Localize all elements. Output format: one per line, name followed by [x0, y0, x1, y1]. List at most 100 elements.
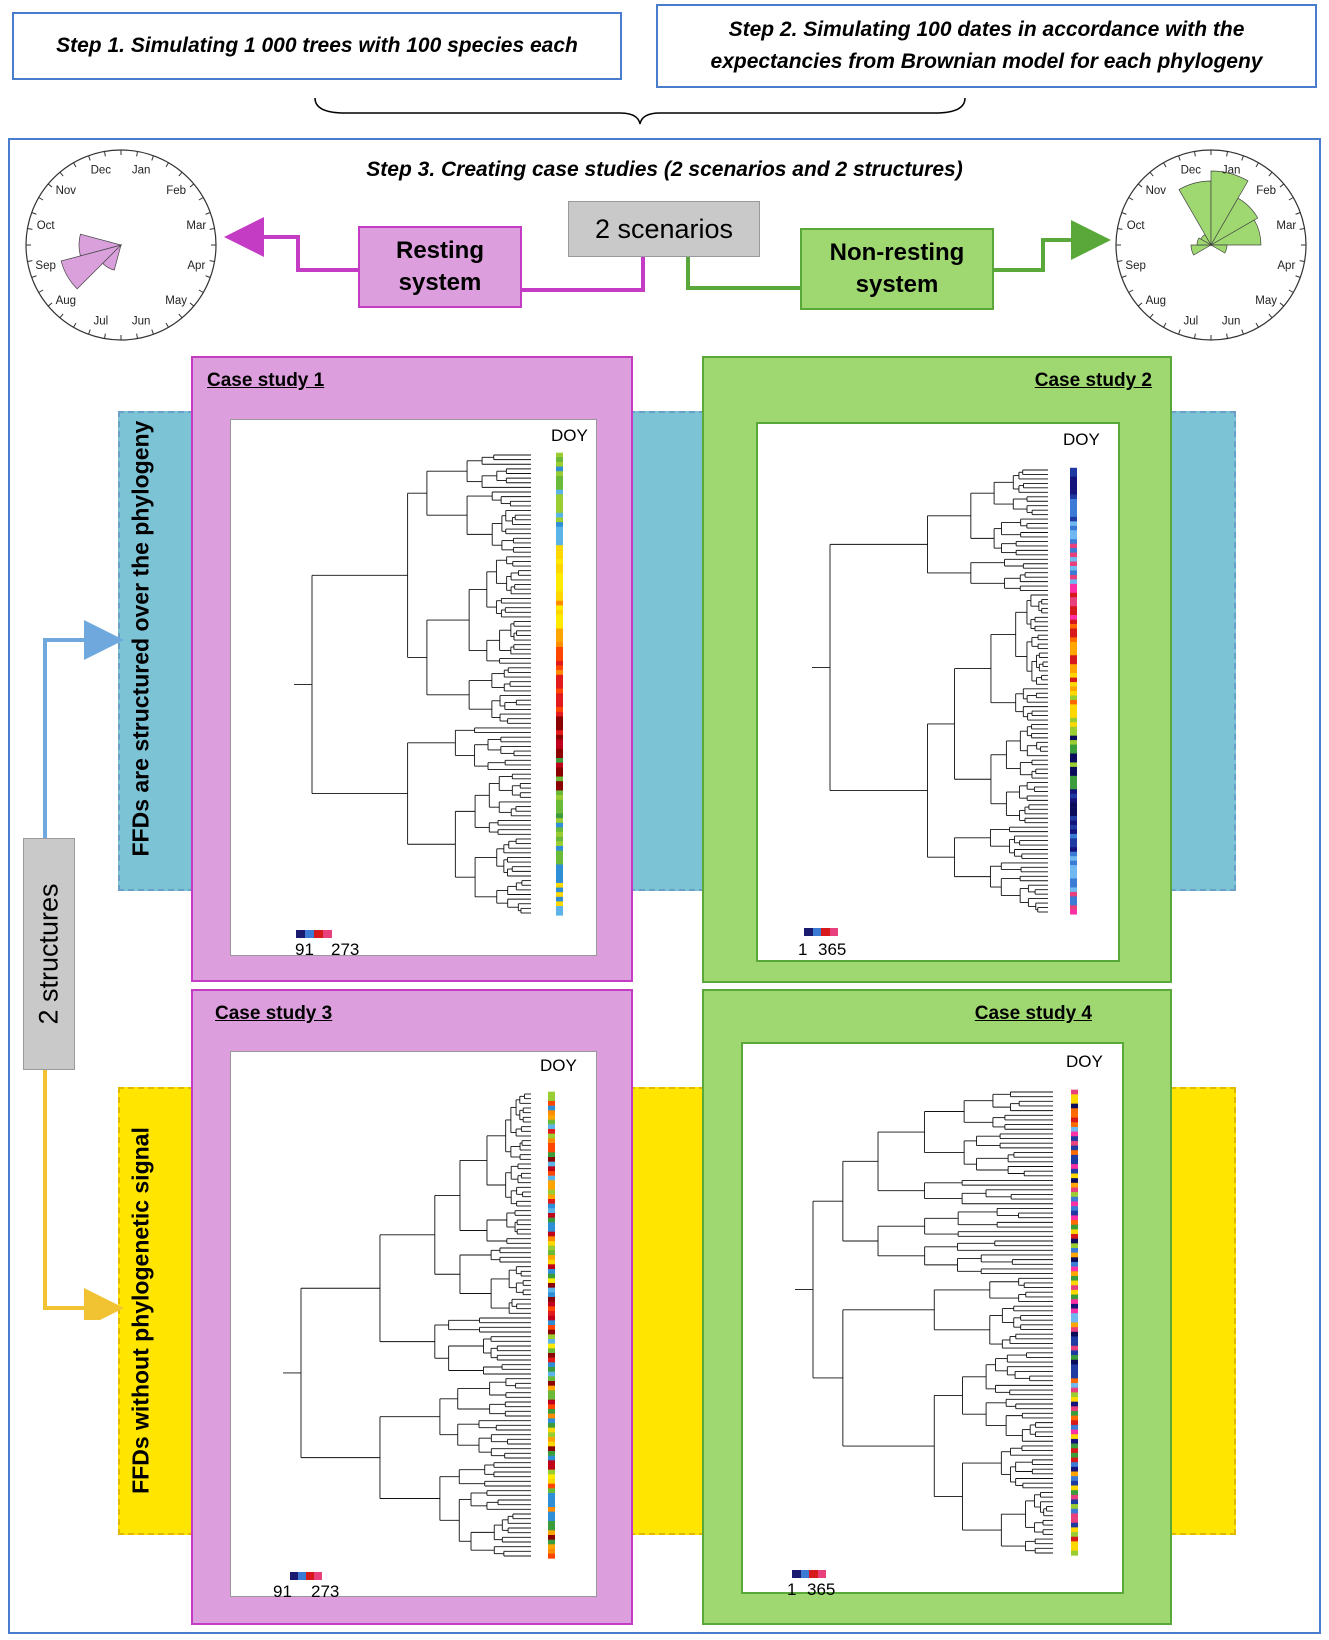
rose-petal	[1209, 219, 1262, 246]
doy-swatch	[1070, 713, 1077, 719]
doy-swatch	[556, 563, 563, 569]
doy-swatch	[1071, 1145, 1078, 1151]
doy-swatch	[548, 1297, 555, 1302]
doy-swatch	[1070, 856, 1077, 861]
doy-swatch	[1070, 757, 1077, 763]
doy-swatch	[1070, 842, 1077, 848]
doy-swatch	[548, 1101, 555, 1106]
doy-swatch	[1070, 583, 1077, 589]
doy-swatch	[1070, 615, 1077, 620]
case3-doy-label: DOY	[540, 1056, 577, 1075]
doy-swatch	[1071, 1471, 1078, 1477]
doy-swatch	[548, 1488, 555, 1494]
doy-swatch	[1070, 476, 1077, 482]
doy-swatch	[556, 512, 563, 518]
doy-swatch	[1071, 1397, 1078, 1402]
tree-branches	[795, 1091, 1053, 1554]
doy-swatch	[1071, 1173, 1078, 1179]
doy-swatch	[548, 1530, 555, 1536]
step3-frame	[8, 138, 1321, 1634]
doy-swatch	[1071, 1220, 1078, 1226]
doy-swatch	[1070, 588, 1077, 594]
doy-swatch	[556, 600, 563, 606]
doy-swatch	[556, 697, 563, 703]
doy-swatch	[548, 1143, 555, 1148]
doy-swatch	[548, 1348, 555, 1354]
doy-swatch	[1070, 882, 1077, 888]
doy-swatch	[548, 1311, 555, 1316]
doy-swatch	[548, 1245, 555, 1251]
doy-swatch	[556, 545, 563, 551]
doy-swatch	[548, 1315, 555, 1321]
doy-swatch	[548, 1427, 555, 1433]
doy-swatch	[1070, 869, 1077, 875]
doy-swatch	[1071, 1508, 1078, 1514]
doy-swatch	[1070, 632, 1077, 638]
doy-swatch	[556, 827, 563, 833]
case1-legend-max: 273	[331, 940, 360, 959]
doy-swatch	[1071, 1378, 1078, 1384]
doy-swatch	[1070, 686, 1077, 692]
doy-swatch	[556, 873, 563, 879]
doy-swatch	[556, 804, 563, 810]
doy-swatch	[556, 882, 563, 888]
doy-swatch	[1070, 891, 1077, 897]
doy-swatch	[1070, 865, 1077, 870]
doy-color-strip	[1071, 1089, 1078, 1556]
rose-month-label: Aug	[1146, 295, 1166, 307]
case-study-4: Case study 4 DOY 1 365	[702, 989, 1172, 1625]
doy-swatch	[556, 619, 563, 625]
doy-swatch	[556, 744, 563, 750]
doy-swatch	[1070, 905, 1077, 911]
doy-swatch	[548, 1175, 555, 1181]
rose-month-label: May	[165, 295, 187, 307]
doy-swatch	[556, 577, 563, 583]
doy-swatch	[1070, 753, 1077, 759]
doy-swatch	[1071, 1178, 1078, 1184]
doy-swatch	[1070, 516, 1077, 522]
doy-swatch	[1071, 1518, 1078, 1524]
case1-plot: DOY 91 273	[230, 419, 597, 959]
rose-petal	[1190, 244, 1213, 256]
doy-swatch	[1071, 1513, 1078, 1519]
case4-title: Case study 4	[974, 1003, 1092, 1024]
doy-swatch	[1070, 798, 1077, 803]
doy-swatch	[1071, 1434, 1078, 1440]
doy-swatch	[556, 494, 563, 500]
doy-swatch	[548, 1222, 555, 1228]
doy-swatch	[1070, 780, 1077, 786]
doy-swatch	[548, 1516, 555, 1522]
doy-swatch	[1070, 646, 1077, 652]
doy-swatch	[1071, 1429, 1078, 1435]
rose-petals	[60, 233, 123, 290]
doy-swatch	[1070, 521, 1077, 527]
resting-line2: system	[398, 269, 482, 296]
doy-swatch	[556, 568, 563, 574]
doy-swatch	[556, 910, 563, 916]
doy-swatch	[1071, 1164, 1078, 1170]
doy-swatch	[556, 721, 563, 726]
doy-swatch	[548, 1535, 555, 1540]
resting-line1: Resting	[395, 237, 484, 264]
doy-swatch	[548, 1474, 555, 1480]
doy-swatch	[1070, 467, 1077, 473]
doy-swatch	[1070, 668, 1077, 674]
scenario-arrows	[224, 217, 1111, 292]
doy-swatch	[1071, 1383, 1078, 1388]
doy-swatch	[548, 1273, 555, 1279]
doy-swatch	[1070, 847, 1077, 853]
doy-swatch	[1070, 664, 1077, 669]
doy-swatch	[1070, 606, 1077, 611]
doy-swatch	[556, 670, 563, 676]
doy-swatch	[548, 1091, 555, 1097]
doy-swatch	[548, 1325, 555, 1330]
doy-swatch	[1070, 655, 1077, 661]
doy-swatch	[1071, 1452, 1078, 1458]
doy-color-strip	[548, 1091, 555, 1559]
doy-swatch	[548, 1339, 555, 1344]
doy-swatch	[1070, 534, 1077, 540]
doy-swatch	[1071, 1182, 1078, 1188]
doy-swatch	[548, 1446, 555, 1452]
doy-swatch	[556, 628, 563, 634]
